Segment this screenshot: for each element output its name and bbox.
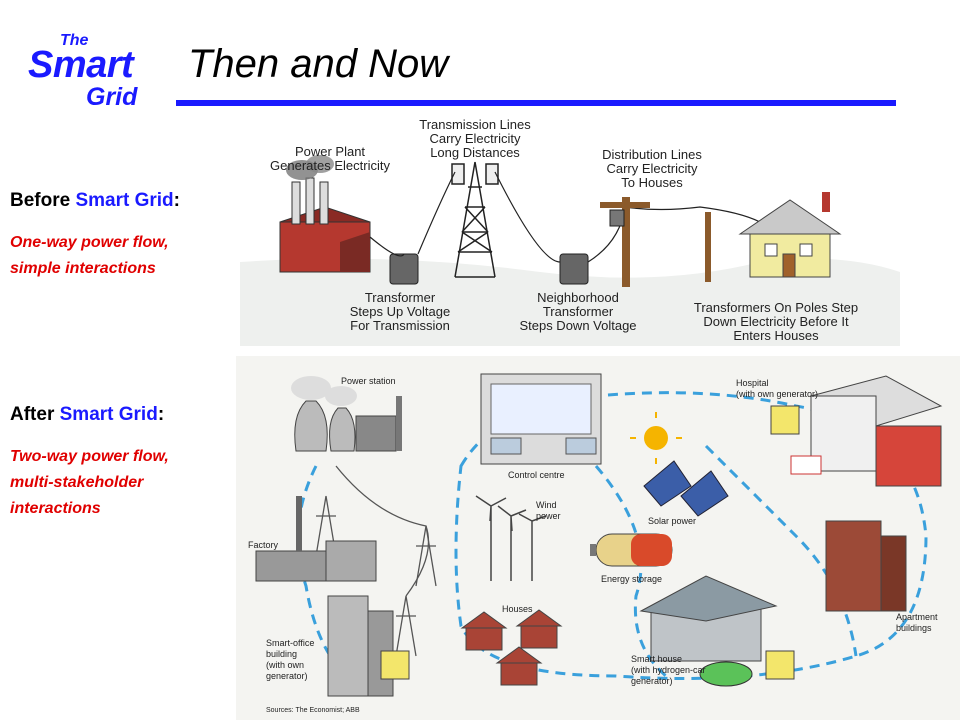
houses xyxy=(460,609,563,686)
smart-office-building xyxy=(327,595,410,697)
sun-icon xyxy=(630,412,682,464)
label-transmission-3: Long Distances xyxy=(430,145,520,160)
before-heading-prefix: Before xyxy=(10,190,76,211)
label-smart-office-3: (with own xyxy=(266,660,304,670)
power-station xyxy=(291,376,402,452)
before-description: One-way power flow, simple interactions xyxy=(10,230,169,282)
label-wind-power-2: power xyxy=(536,511,561,521)
label-power-station: Power station xyxy=(341,376,396,386)
smart-house xyxy=(639,575,795,687)
power-plant xyxy=(279,155,371,273)
step-up-transformer xyxy=(389,253,419,285)
label-factory: Factory xyxy=(248,540,279,550)
wind-turbines xyxy=(475,495,547,581)
smart-grid-logo: The Smart Grid xyxy=(0,0,170,120)
logo-grid: Grid xyxy=(86,83,138,111)
after-heading-suffix: : xyxy=(157,404,165,425)
label-neighborhood-2: Transformer xyxy=(543,304,614,319)
label-smart-house-3: generator) xyxy=(631,676,673,686)
label-wind-power-1: Wind xyxy=(536,500,557,510)
label-transformer-3: For Transmission xyxy=(350,318,450,333)
label-hospital-1: Hospital xyxy=(736,378,769,388)
after-heading-highlight: Smart Grid xyxy=(59,404,158,425)
label-smart-office-1: Smart-office xyxy=(266,638,314,648)
label-transformer-1: Transformer xyxy=(365,290,436,305)
label-smart-office-4: generator) xyxy=(266,671,308,681)
hospital xyxy=(770,375,943,487)
after-desc-line3: interactions xyxy=(10,500,101,517)
label-smart-house-1: Smart house xyxy=(631,654,682,664)
after-heading-prefix: After xyxy=(10,404,60,425)
label-poles-2: Down Electricity Before It xyxy=(703,314,849,329)
solar-panels xyxy=(643,460,729,517)
slide-title: Then and Now xyxy=(188,42,449,86)
logo-smart: Smart xyxy=(28,44,134,86)
after-desc-line1: Two-way power flow, xyxy=(10,448,169,465)
label-control-centre: Control centre xyxy=(508,470,565,480)
label-sources: Sources: The Economist; ABB xyxy=(266,707,360,714)
before-heading: Before Smart Grid: xyxy=(10,190,180,212)
before-desc-line2: simple interactions xyxy=(10,260,156,277)
label-smart-house-2: (with hydrogen-car xyxy=(631,665,706,675)
label-solar-power: Solar power xyxy=(648,516,696,526)
power-lines xyxy=(369,171,761,263)
neighborhood-transformer xyxy=(559,253,589,285)
label-apartment-1: Apartment xyxy=(896,612,938,622)
before-grid-diagram: Power Plant Generates Electricity Transm… xyxy=(240,117,900,346)
label-distribution-1: Distribution Lines xyxy=(602,147,702,162)
label-apartment-2: buildings xyxy=(896,623,932,633)
label-neighborhood-3: Steps Down Voltage xyxy=(519,318,636,333)
energy-storage xyxy=(590,533,673,567)
apartment-buildings xyxy=(825,520,907,612)
label-neighborhood-1: Neighborhood xyxy=(537,290,619,305)
label-power-plant-1: Power Plant xyxy=(295,144,365,159)
label-poles-1: Transformers On Poles Step xyxy=(694,300,858,315)
label-energy-storage: Energy storage xyxy=(601,574,662,584)
after-desc-line2: multi-stakeholder xyxy=(10,474,144,491)
before-desc-line1: One-way power flow, xyxy=(10,234,169,251)
label-houses: Houses xyxy=(502,604,533,614)
transmission-tower xyxy=(451,161,499,278)
label-distribution-2: Carry Electricity xyxy=(606,161,698,176)
label-distribution-3: To Houses xyxy=(621,175,683,190)
label-hospital-2: (with own generator) xyxy=(736,389,818,399)
label-poles-3: Enters Houses xyxy=(733,328,819,343)
label-transmission-2: Carry Electricity xyxy=(429,131,521,146)
utility-pole xyxy=(600,197,711,287)
after-heading: After Smart Grid: xyxy=(10,404,164,426)
label-power-plant-2: Generates Electricity xyxy=(270,158,390,173)
house xyxy=(738,192,842,278)
logo-the: The xyxy=(60,32,89,49)
pylons xyxy=(315,465,437,657)
label-transformer-2: Steps Up Voltage xyxy=(350,304,450,319)
after-description: Two-way power flow, multi-stakeholder in… xyxy=(10,444,169,522)
label-smart-office-2: building xyxy=(266,649,297,659)
factory xyxy=(255,496,377,582)
control-centre xyxy=(480,373,602,465)
before-heading-suffix: : xyxy=(173,190,180,211)
title-underline xyxy=(176,100,896,106)
label-transmission-1: Transmission Lines xyxy=(419,117,531,132)
before-heading-highlight: Smart Grid xyxy=(75,190,174,211)
after-grid-diagram: Power station Control centre Hospital (w… xyxy=(236,356,960,720)
